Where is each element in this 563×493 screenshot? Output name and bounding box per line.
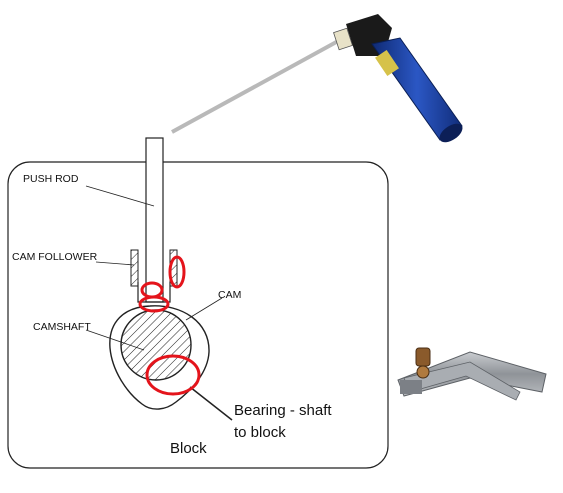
- label-camshaft: CAMSHAFT: [33, 321, 91, 333]
- highlight-guide-right: [168, 255, 186, 289]
- label-block: Block: [170, 440, 207, 457]
- label-cam: CAM: [218, 289, 241, 301]
- push-rod-leader: [85, 185, 155, 207]
- cam-follower-leader: [95, 261, 135, 266]
- block-outline: [7, 161, 389, 469]
- label-bearing-line1: Bearing - shaft: [234, 402, 332, 419]
- lead-cable: [171, 38, 341, 134]
- label-bearing-line2: to block: [234, 424, 286, 441]
- red-highlights: [138, 255, 201, 396]
- highlight-follower-contact: [138, 295, 170, 313]
- push-rod: [145, 137, 164, 303]
- label-push-rod: PUSH ROD: [23, 173, 79, 185]
- camshaft-section: [120, 309, 192, 381]
- cam-leader: [185, 297, 223, 321]
- label-cam-follower: CAM FOLLOWER: [12, 251, 98, 263]
- camshaft-leader: [85, 329, 145, 351]
- cam-follower-cup: [137, 282, 171, 303]
- bearing-leader: [189, 386, 233, 421]
- earth-ground-clamp-icon: [397, 347, 547, 401]
- welding-electrode-holder-icon: [333, 14, 463, 143]
- highlight-bearing: [145, 354, 201, 396]
- cam-follower-left-guide: [130, 249, 139, 287]
